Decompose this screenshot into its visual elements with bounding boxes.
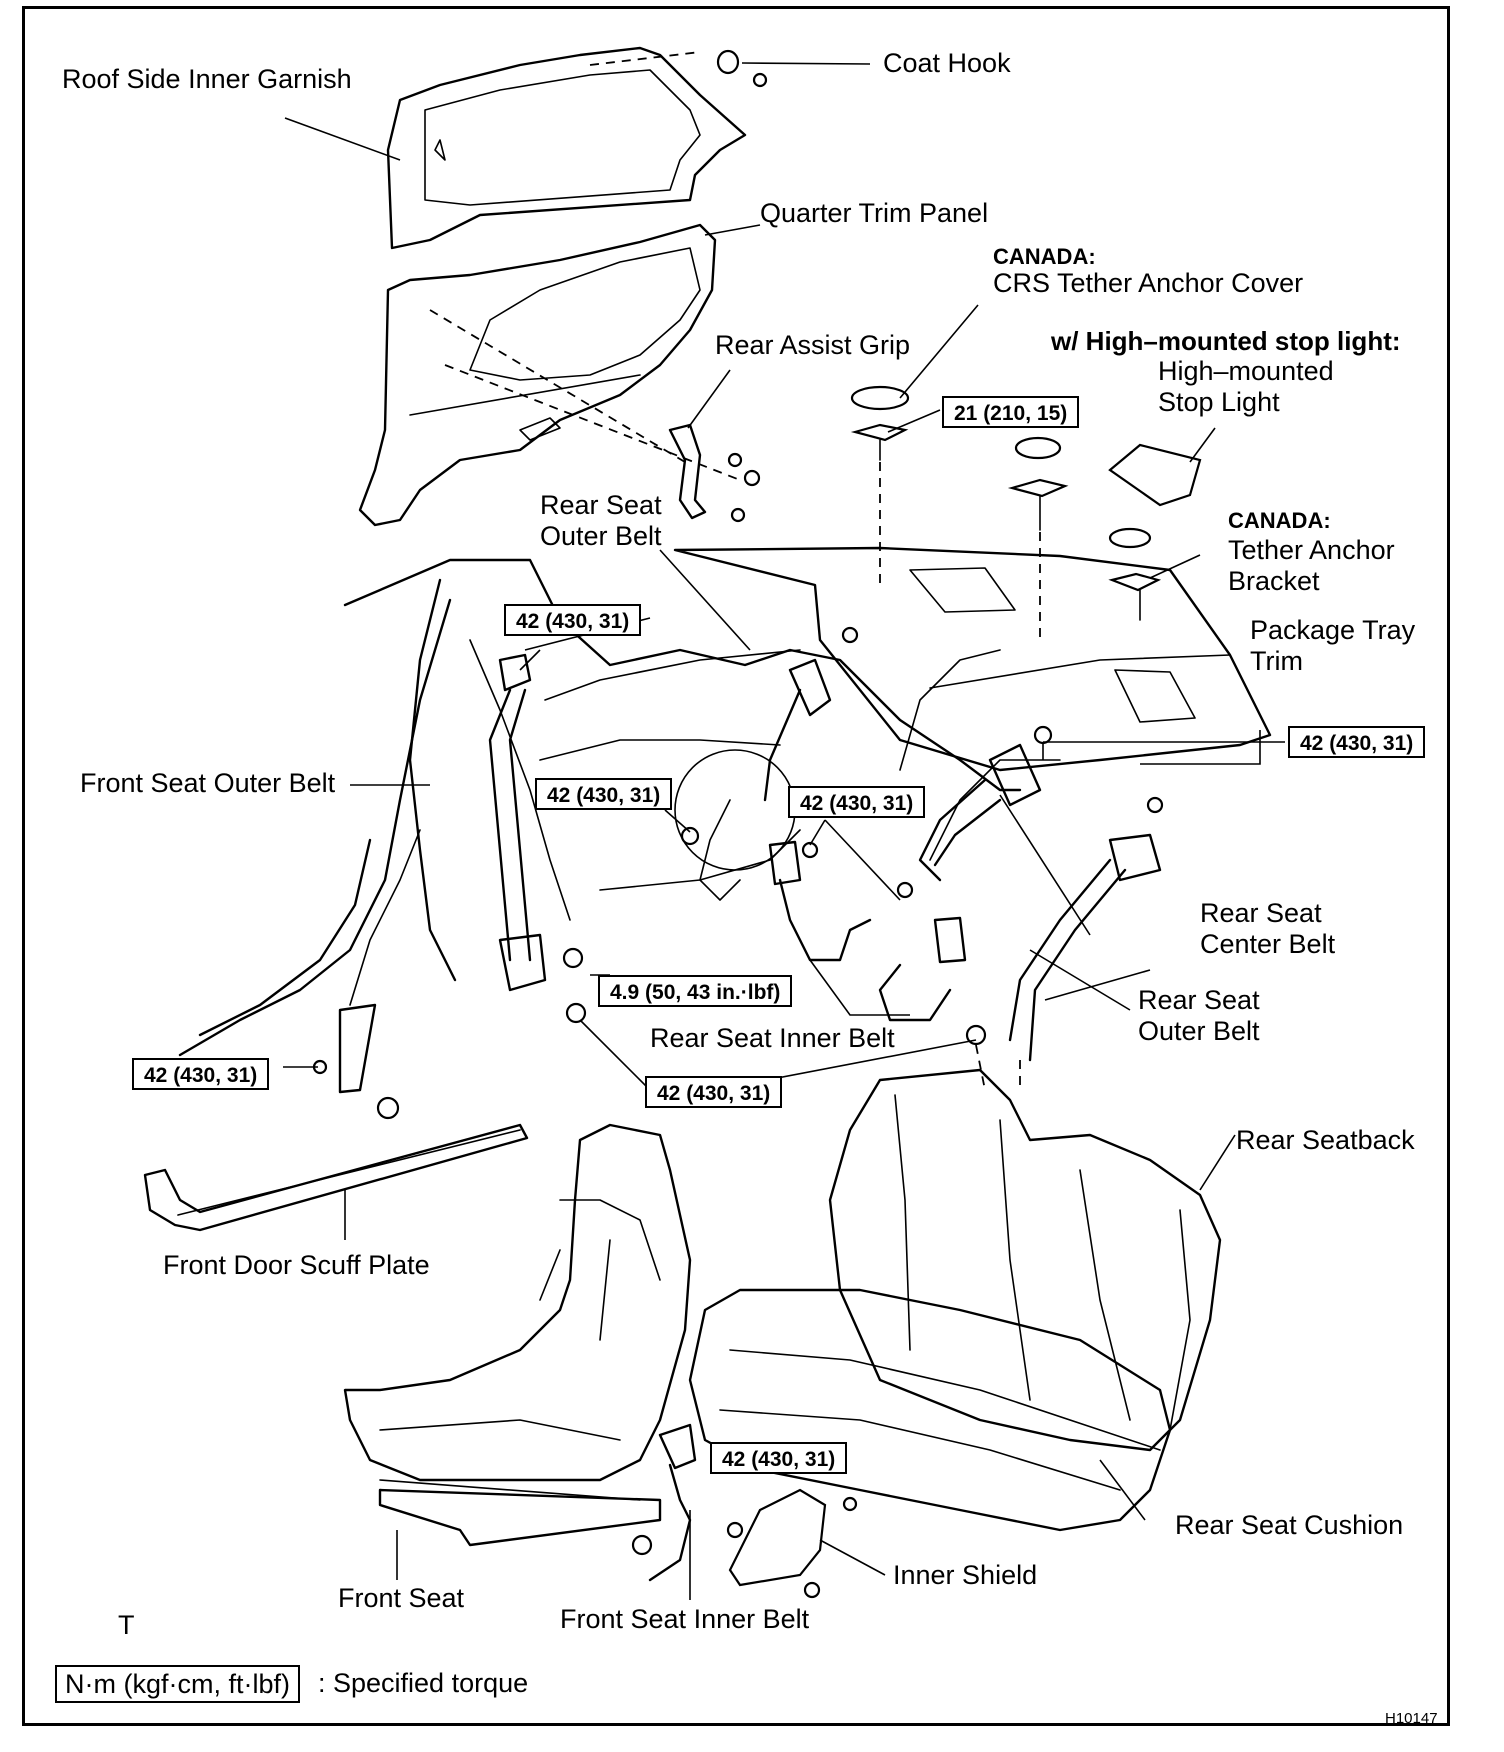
label-rear-seat-center-belt-1: Rear Seat [1200,898,1322,928]
label-front-door-scuff-plate: Front Door Scuff Plate [163,1250,430,1280]
rear-body-outline [178,558,1061,1057]
label-tether-anchor-bracket-1: Tether Anchor [1228,535,1395,565]
label-rear-seat-outer-belt-top-2: Outer Belt [540,521,662,551]
label-canada-1: CANADA: [993,244,1096,269]
figure-code: H10147 [1385,1710,1438,1727]
rear-seatback-part [828,1068,1236,1452]
torque-tether: 21 (210, 15) [942,396,1080,428]
legend-unit-box: N·m (kgf·cm, ft·lbf) [55,1665,300,1703]
label-rear-seat-inner-belt: Rear Seat Inner Belt [650,1023,895,1053]
label-tether-anchor-bracket-2: Bracket [1228,566,1320,596]
torque-floor: 42 (430, 31) [645,1076,783,1108]
front-seat-inner-belt-part [631,1423,744,1600]
label-coat-hook: Coat Hook [883,48,1011,78]
label-quarter-trim-panel: Quarter Trim Panel [760,198,989,228]
tether-anchor-parts [850,304,1201,640]
label-rear-seat-outer-belt-top-1: Rear Seat [540,490,662,520]
high-mounted-stop-light-part [1108,427,1216,507]
label-package-tray-trim-1: Package Tray [1250,615,1416,645]
torque-front-inner-belt: 42 (430, 31) [710,1442,848,1474]
label-crs-tether-anchor-cover: CRS Tether Anchor Cover [993,268,1304,298]
diagram-frame [22,6,1450,1726]
label-rear-seat-cushion: Rear Seat Cushion [1175,1510,1404,1540]
label-w-high-mounted-stop-light: w/ High–mounted stop light: [1051,326,1401,356]
torque-rear-outer-left: 42 (430, 31) [535,778,673,810]
rear-seat-center-belt-part [918,743,1091,936]
rear-seat-cushion-part [688,1288,1172,1532]
roof-side-inner-garnish-part [386,46,747,250]
label-roof-side-inner-garnish: Roof Side Inner Garnish [62,64,352,94]
legend-text: : Specified torque [318,1668,529,1698]
torque-package-tray: 42 (430, 31) [1288,726,1426,758]
inner-shield-part [728,1488,886,1599]
label-high-mounted-1: High–mounted [1158,356,1334,386]
torque-front-outer-upper: 42 (430, 31) [504,604,642,636]
label-front-seat-inner-belt: Front Seat Inner Belt [560,1604,810,1634]
label-front-seat-outer-belt: Front Seat Outer Belt [80,768,336,798]
torque-front-outer-lower: 42 (430, 31) [132,1058,270,1090]
label-stray-t: T [118,1610,135,1640]
front-seat-part [343,1123,692,1580]
rear-assist-grip-part [668,369,761,523]
label-front-seat: Front Seat [338,1583,465,1613]
label-high-mounted-2: Stop Light [1158,387,1280,417]
rear-seat-inner-belt-part [768,840,967,1022]
label-rear-seat-center-belt-2: Center Belt [1200,929,1336,959]
leader-lines [284,117,1151,1001]
label-inner-shield: Inner Shield [893,1560,1038,1590]
front-door-scuff-plate-part [143,1123,529,1240]
coat-hook-part [716,49,871,88]
front-seat-outer-belt-part [338,653,547,1094]
label-rear-assist-grip: Rear Assist Grip [715,330,911,360]
torque-rear-inner: 42 (430, 31) [788,786,926,818]
label-canada-2: CANADA: [1228,508,1331,533]
label-rear-seatback: Rear Seatback [1236,1125,1415,1155]
label-rear-seat-outer-belt-right-2: Outer Belt [1138,1016,1260,1046]
rear-seat-outer-belt-left-part [659,549,832,901]
torque-small-bolt: 4.9 (50, 43 in.·lbf) [598,975,793,1007]
label-rear-seat-outer-belt-right-1: Rear Seat [1138,985,1260,1015]
package-tray-trim-part [673,546,1272,772]
label-package-tray-trim-2: Trim [1250,646,1303,676]
rear-seat-outer-belt-right-part [1008,833,1162,1062]
quarter-trim-panel-part [358,223,741,527]
